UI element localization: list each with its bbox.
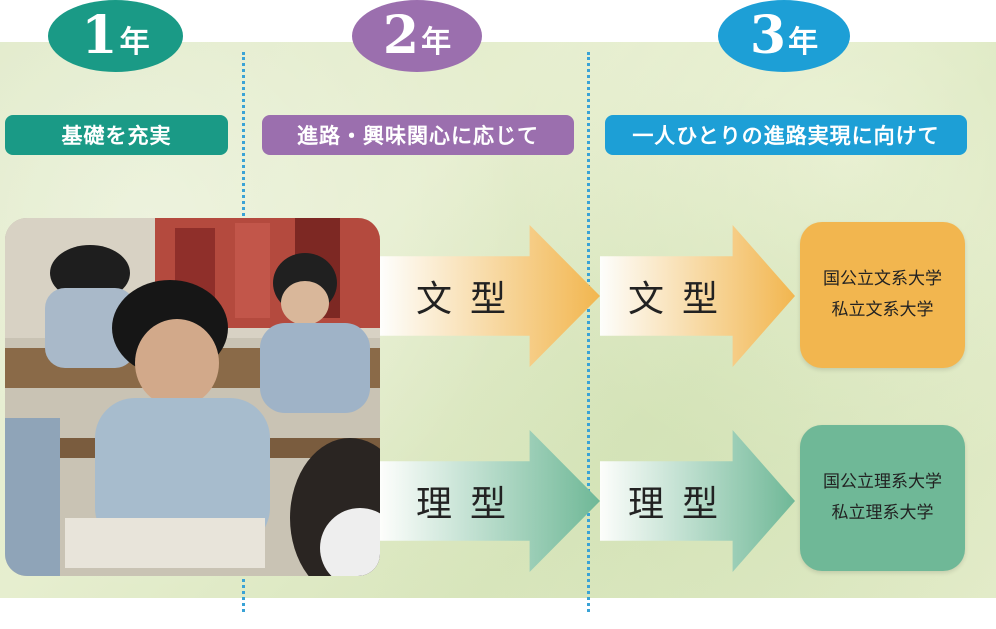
year-1-number: 1 (81, 5, 118, 66)
arrow-bunkei-year3-label: 文型 (628, 279, 737, 320)
arrow-bunkei-year2-label: 文型 (416, 279, 525, 320)
year-2-number: 2 (382, 5, 420, 66)
classroom-photo-illustration (5, 218, 380, 576)
year-3-suffix: 年 (788, 25, 819, 60)
year-2-badge: 2 年 (352, 0, 482, 72)
classroom-photo (5, 218, 380, 576)
destination-bunkei-line-2: 私立文系大学 (831, 300, 934, 320)
arrow-rikei-year3-label: 理型 (628, 484, 737, 525)
year-1-label: 基礎を充実 (5, 115, 228, 155)
destination-rikei-line-2: 私立理系大学 (831, 503, 934, 523)
bottom-margin (0, 598, 996, 629)
divider-2-3 (587, 52, 590, 612)
destination-rikei: 国公立理系大学 私立理系大学 (800, 425, 965, 571)
arrow-rikei-year2-label: 理型 (416, 484, 525, 525)
destination-bunkei-line-1: 国公立文系大学 (823, 269, 942, 290)
year-3-number: 3 (749, 5, 787, 66)
year-1-badge: 1 年 (48, 0, 183, 72)
year-2-suffix: 年 (421, 25, 452, 60)
year-1-suffix: 年 (119, 25, 150, 60)
destination-bunkei: 国公立文系大学 私立文系大学 (800, 222, 965, 368)
year-3-label: 一人ひとりの進路実現に向けて (605, 115, 967, 155)
destination-rikei-line-1: 国公立理系大学 (823, 472, 942, 493)
year-3-badge: 3 年 (718, 0, 850, 72)
year-2-label: 進路・興味関心に応じて (262, 115, 574, 155)
